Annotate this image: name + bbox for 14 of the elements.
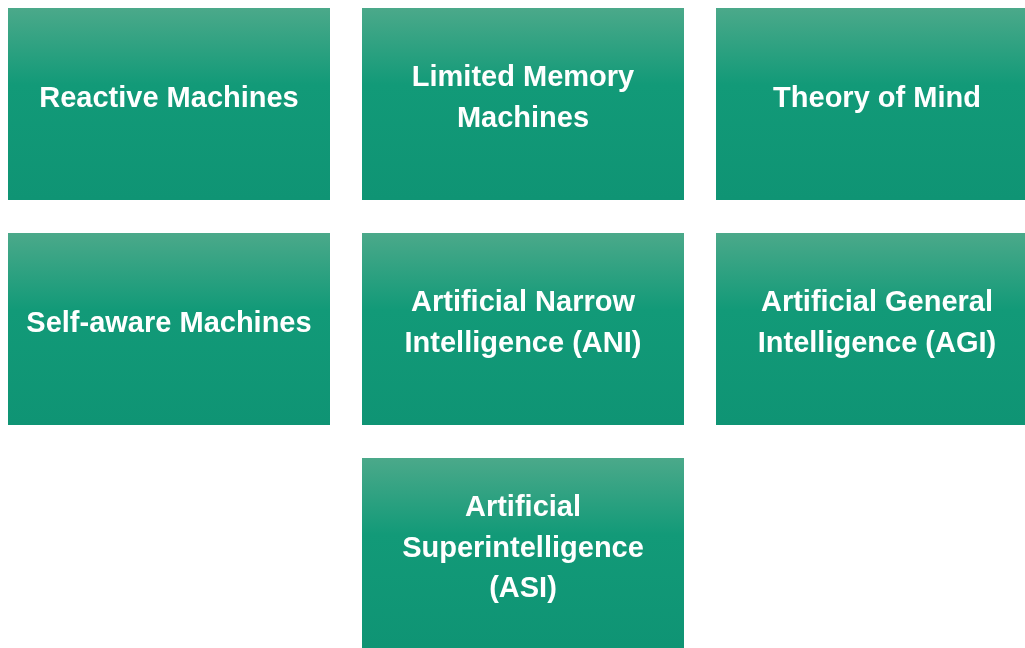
category-box bbox=[716, 8, 1025, 200]
category-label: Theory of Mind bbox=[773, 79, 981, 115]
category-box bbox=[716, 233, 1025, 425]
category-box bbox=[362, 8, 684, 200]
category-label: Limited Memory Machines bbox=[410, 59, 636, 135]
category-label: Artificial Narrow Intelligence (ANI) bbox=[403, 284, 643, 360]
category-box bbox=[8, 233, 330, 425]
category-box bbox=[8, 8, 330, 200]
category-label: Artificial General Intelligence (AGI) bbox=[756, 284, 998, 360]
category-label: Self-aware Machines bbox=[26, 304, 312, 340]
category-box bbox=[362, 458, 684, 648]
category-label: Artificial Superintelligence (ASI) bbox=[401, 489, 645, 606]
category-label: Reactive Machines bbox=[39, 79, 299, 115]
category-box bbox=[362, 233, 684, 425]
